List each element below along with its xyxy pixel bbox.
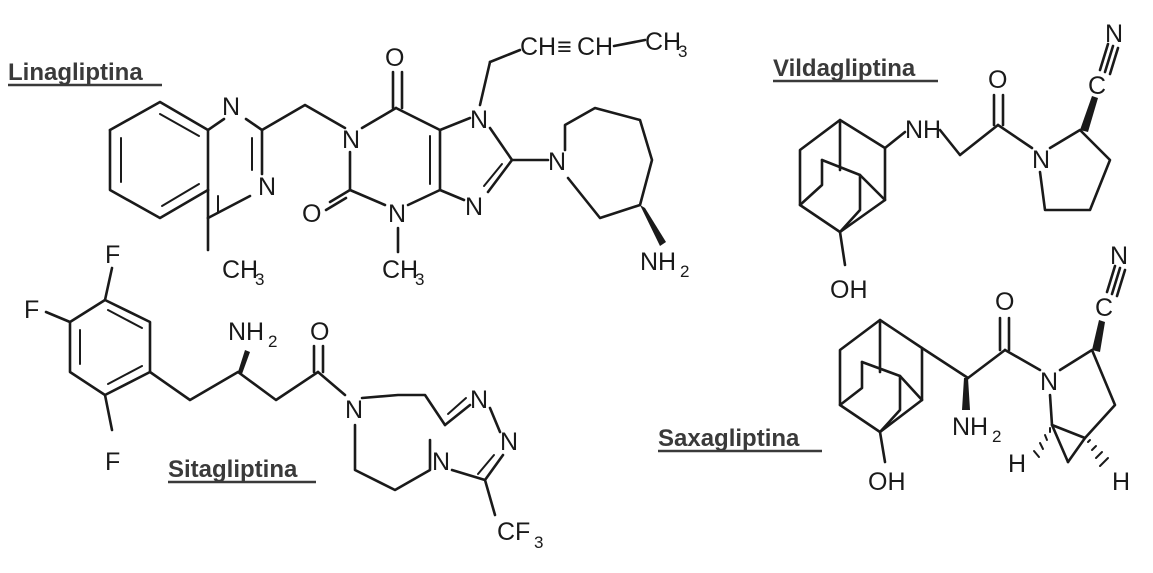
vildagliptina-structure: OH NH O N C N [798, 20, 1123, 304]
atom-n-linag-2: N [258, 173, 276, 201]
hashed-bond-saxa-left [1033, 427, 1051, 458]
atom-o-saxa: O [995, 288, 1014, 316]
atom-n-sita-1: N [345, 396, 363, 424]
group-oh-saxa: OH [868, 468, 906, 496]
atom-n-linag-7: N [548, 148, 566, 176]
group-nh2-linag: NH 2 [640, 248, 689, 281]
atom-n-saxa-nitrile: N [1110, 242, 1128, 270]
atom-h-saxa-1: H [1008, 450, 1026, 478]
group-nh2-sita: NH 2 [228, 318, 277, 351]
svg-text:2: 2 [680, 262, 689, 281]
atom-o-vilda: O [988, 66, 1007, 94]
title-linagliptina: Linagliptina [8, 59, 162, 87]
atom-n-linag-6: N [465, 193, 483, 221]
hashed-bond-saxa-right [1087, 439, 1109, 467]
group-ch3-linag-1: CH 3 [222, 256, 264, 289]
svg-text:3: 3 [415, 270, 424, 289]
svg-text:Sitagliptina: Sitagliptina [168, 456, 298, 483]
atom-o-linag-1: O [385, 44, 404, 72]
svg-text:2: 2 [992, 427, 1001, 446]
title-vildagliptina: Vildagliptina [773, 55, 938, 83]
atom-h-saxa-2: H [1112, 468, 1130, 496]
atom-n-linag-4: N [388, 200, 406, 228]
svg-text:CH: CH [577, 33, 613, 61]
atom-f-sita-1: F [105, 241, 120, 269]
group-nh2-saxa: NH 2 [952, 413, 1001, 446]
atom-n-vilda-nitrile: N [1105, 20, 1123, 48]
svg-text:Linagliptina: Linagliptina [8, 59, 143, 86]
title-sitagliptina: Sitagliptina [168, 456, 316, 484]
sitagliptina-structure: F F F NH 2 O N N N N CF 3 [24, 241, 543, 552]
svg-text:CH: CH [382, 256, 418, 284]
saxagliptina-structure: OH NH 2 O N C N H [838, 242, 1130, 496]
atom-f-sita-2: F [24, 296, 39, 324]
atom-n-linag-5: N [470, 106, 488, 134]
svg-text:NH: NH [640, 248, 676, 276]
svg-text:3: 3 [678, 42, 687, 61]
svg-text:CH: CH [645, 28, 681, 56]
svg-text:NH: NH [952, 413, 988, 441]
atom-n-sita-2: N [470, 386, 488, 414]
atom-n-sita-3: N [500, 428, 518, 456]
svg-text:Vildagliptina: Vildagliptina [773, 55, 916, 82]
svg-text:CH: CH [520, 33, 556, 61]
atom-c-saxa: C [1095, 294, 1113, 322]
atom-o-linag-2: O [302, 200, 321, 228]
svg-text:CF: CF [497, 518, 530, 546]
group-oh-vilda: OH [830, 276, 868, 304]
atom-n-linag-1: N [222, 93, 240, 121]
atom-n-saxa: N [1040, 368, 1058, 396]
svg-text:NH: NH [228, 318, 264, 346]
title-saxagliptina: Saxagliptina [658, 425, 822, 453]
group-cf3-sita: CF 3 [497, 518, 543, 552]
atom-n-sita-4: N [432, 448, 450, 476]
svg-text:≡: ≡ [557, 33, 572, 61]
linagliptina-structure: N N CH 3 N O N O CH 3 N N [108, 28, 689, 289]
group-butynyl: CH ≡ CH CH 3 [520, 28, 687, 61]
atom-f-sita-3: F [105, 448, 120, 476]
atom-n-linag-3: N [342, 126, 360, 154]
svg-text:2: 2 [268, 332, 277, 351]
svg-text:CH: CH [222, 256, 258, 284]
group-nh-vilda: NH [905, 116, 941, 144]
svg-text:3: 3 [255, 270, 264, 289]
group-ch3-linag-2: CH 3 [382, 256, 424, 289]
svg-text:3: 3 [534, 533, 543, 552]
atom-c-vilda: C [1088, 72, 1106, 100]
atom-n-vilda: N [1032, 146, 1050, 174]
svg-text:Saxagliptina: Saxagliptina [658, 425, 800, 452]
atom-o-sita: O [310, 318, 329, 346]
